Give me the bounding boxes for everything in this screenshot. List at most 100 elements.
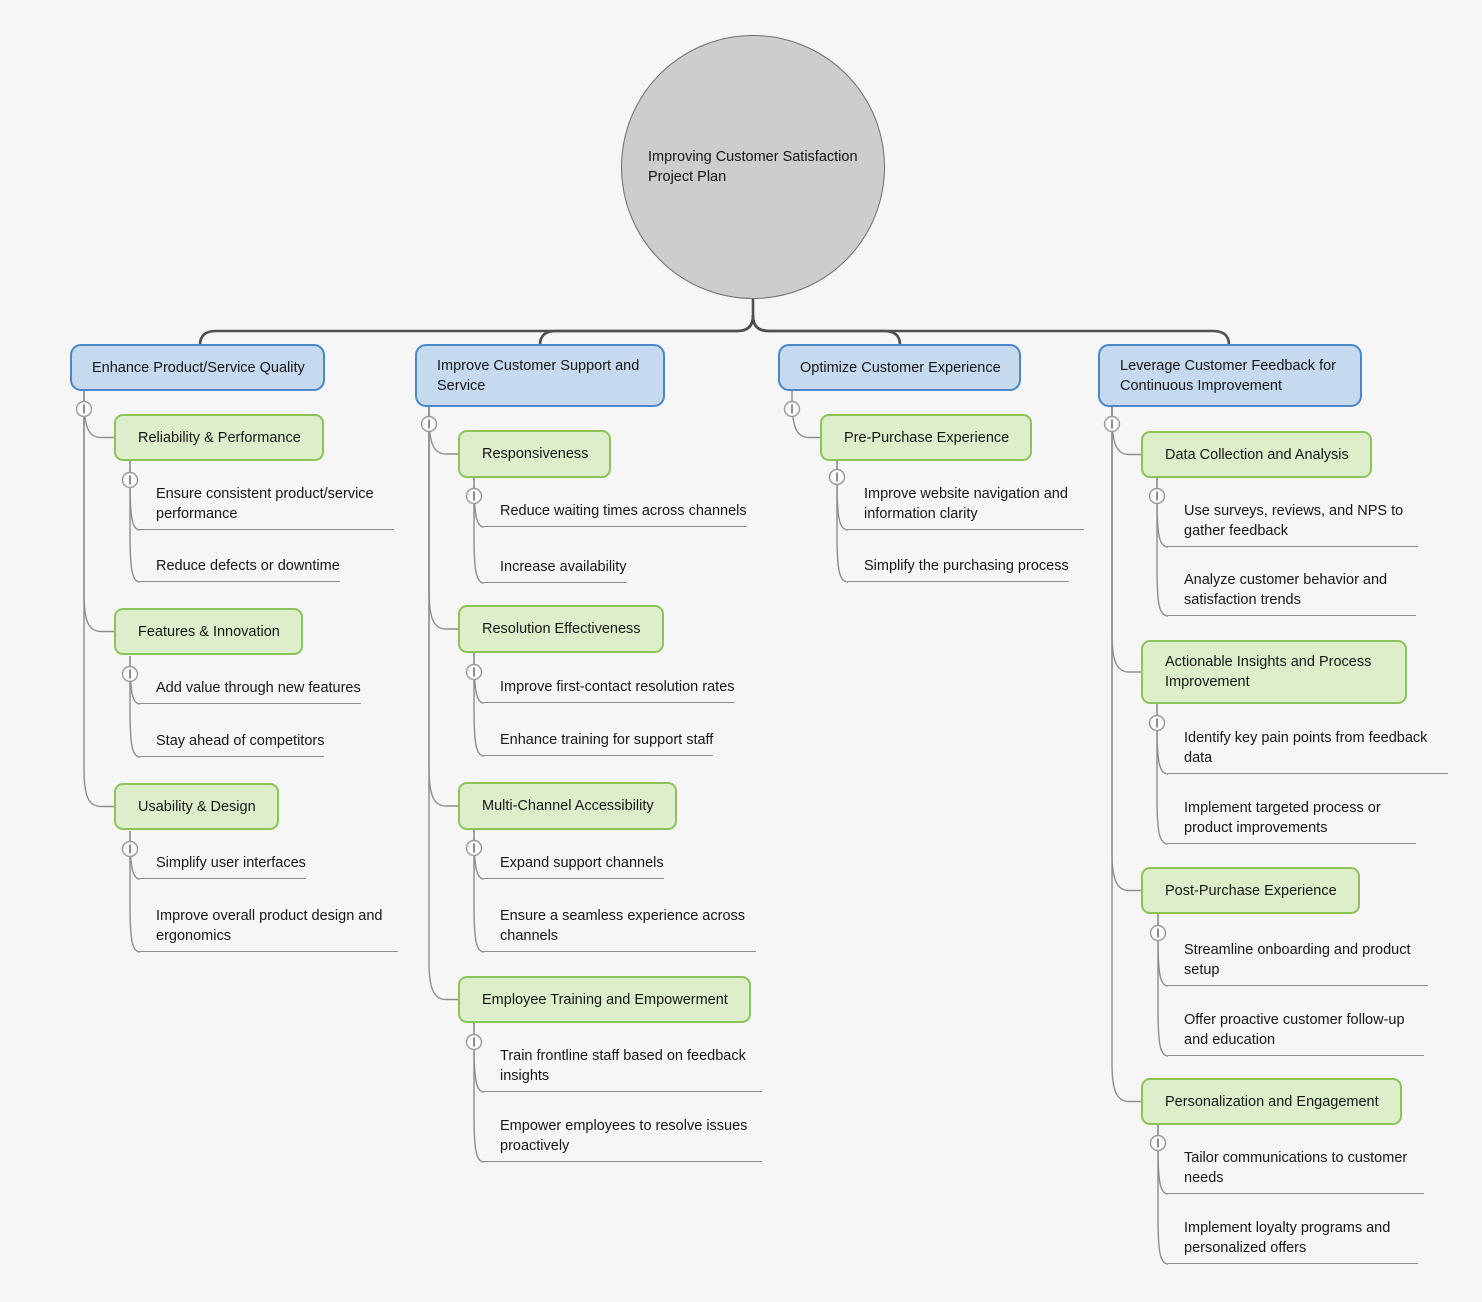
collapse-handle-icon[interactable] <box>121 840 139 858</box>
leaf-node[interactable]: Stay ahead of competitors <box>140 731 325 757</box>
connector-line <box>1157 914 1169 987</box>
branch-node-label: Enhance Product/Service Quality <box>92 359 305 376</box>
connector-line <box>473 1023 485 1093</box>
topic-node-label: Responsiveness <box>482 446 589 462</box>
collapse-handle-icon[interactable] <box>1149 924 1167 942</box>
topic-node-label: Post-Purchase Experience <box>1165 882 1337 899</box>
connector-line <box>129 461 141 583</box>
connector-line <box>428 407 458 1001</box>
leaf-node[interactable]: Empower employees to resolve issues proa… <box>484 1116 762 1162</box>
leaf-node[interactable]: Increase availability <box>484 557 627 583</box>
leaf-node[interactable]: Use surveys, reviews, and NPS to gather … <box>1168 501 1418 547</box>
collapse-handle-icon[interactable] <box>420 415 438 433</box>
leaf-node[interactable]: Implement loyalty programs and personali… <box>1168 1218 1418 1264</box>
leaf-node[interactable]: Ensure consistent product/service perfor… <box>140 484 394 530</box>
connector-line <box>83 391 114 808</box>
leaf-node[interactable]: Streamline onboarding and product setup <box>1168 940 1428 986</box>
topic-node-reliability-performance[interactable]: Reliability & Performance <box>114 414 324 461</box>
root-node[interactable]: Improving Customer Satisfaction Project … <box>621 35 885 299</box>
leaf-node[interactable]: Enhance training for support staff <box>484 730 714 756</box>
leaf-node[interactable]: Offer proactive customer follow-up and e… <box>1168 1010 1424 1056</box>
connector-line <box>129 461 141 531</box>
collapse-handle-icon[interactable] <box>121 471 139 489</box>
connector-line <box>129 656 141 758</box>
connector-line <box>428 407 458 807</box>
topic-node-label: Employee Training and Empowerment <box>482 991 728 1008</box>
collapse-handle-icon[interactable] <box>1149 1134 1167 1152</box>
leaf-node[interactable]: Simplify the purchasing process <box>848 556 1069 582</box>
topic-node-label: Features & Innovation <box>138 623 280 640</box>
connector-line <box>791 391 820 439</box>
collapse-handle-icon[interactable] <box>121 665 139 683</box>
topic-node-pre-purchase-experience[interactable]: Pre-Purchase Experience <box>820 414 1033 461</box>
connector-line <box>751 314 1231 347</box>
leaf-node[interactable]: Analyze customer behavior and satisfacti… <box>1168 570 1416 616</box>
topic-node-multi-channel-accessibility[interactable]: Multi-Channel Accessibility <box>458 782 677 830</box>
connector-line <box>1111 407 1141 1103</box>
branch-node-label: Optimize Customer Experience <box>800 359 1001 376</box>
connector-line <box>1157 914 1169 1057</box>
leaf-node[interactable]: Train frontline staff based on feedback … <box>484 1046 762 1092</box>
branch-node-label: Leverage Customer Feedback for Continuou… <box>1120 357 1336 394</box>
leaf-node[interactable]: Reduce defects or downtime <box>140 556 340 582</box>
connector-line <box>1156 478 1169 617</box>
branch-node-customer-feedback[interactable]: Leverage Customer Feedback for Continuou… <box>1098 344 1362 407</box>
connector-line <box>129 831 141 953</box>
connector-line <box>428 407 458 630</box>
topic-node-label: Resolution Effectiveness <box>482 621 641 637</box>
topic-node-employee-training[interactable]: Employee Training and Empowerment <box>458 976 751 1023</box>
branch-node-enhance-quality[interactable]: Enhance Product/Service Quality <box>70 344 325 391</box>
collapse-handle-icon[interactable] <box>1148 714 1166 732</box>
leaf-node[interactable]: Implement targeted process or product im… <box>1168 798 1416 844</box>
connector-line <box>1157 1125 1169 1265</box>
leaf-node[interactable]: Add value through new features <box>140 678 361 704</box>
collapse-handle-icon[interactable] <box>828 468 846 486</box>
leaf-node[interactable]: Ensure a seamless experience across chan… <box>484 906 756 952</box>
leaf-node[interactable]: Improve website navigation and informati… <box>848 484 1084 530</box>
leaf-node[interactable]: Simplify user interfaces <box>140 853 306 879</box>
root-node-label: Improving Customer Satisfaction Project … <box>648 149 858 185</box>
branch-node-customer-experience[interactable]: Optimize Customer Experience <box>778 344 1021 391</box>
collapse-handle-icon[interactable] <box>1103 415 1121 433</box>
branch-node-customer-support[interactable]: Improve Customer Support and Service <box>415 344 665 407</box>
topic-node-label: Data Collection and Analysis <box>1165 446 1349 463</box>
topic-node-usability-design[interactable]: Usability & Design <box>114 783 279 830</box>
topic-node-data-collection-analysis[interactable]: Data Collection and Analysis <box>1141 431 1372 478</box>
topic-node-label: Pre-Purchase Experience <box>844 429 1010 446</box>
collapse-handle-icon[interactable] <box>783 400 801 418</box>
trunk-connectors <box>198 295 1231 347</box>
topic-node-actionable-insights[interactable]: Actionable Insights and Process Improvem… <box>1141 640 1407 704</box>
topic-node-responsiveness[interactable]: Responsiveness <box>458 430 612 478</box>
topic-node-personalization-engagement[interactable]: Personalization and Engagement <box>1141 1078 1402 1125</box>
topic-node-label: Actionable Insights and Process Improvem… <box>1165 654 1372 690</box>
collapse-handle-icon[interactable] <box>1148 487 1166 505</box>
topic-node-label: Usability & Design <box>138 798 256 815</box>
connector-line <box>83 391 114 633</box>
connector-line <box>1156 704 1169 775</box>
leaf-node[interactable]: Identify key pain points from feedback d… <box>1168 728 1448 774</box>
collapse-handle-icon[interactable] <box>75 400 93 418</box>
collapse-handle-icon[interactable] <box>465 1033 483 1051</box>
connector-line <box>1156 704 1169 845</box>
topic-node-label: Reliability & Performance <box>138 429 301 446</box>
leaf-node[interactable]: Reduce waiting times across channels <box>484 501 747 527</box>
topic-node-label: Personalization and Engagement <box>1165 1093 1379 1110</box>
connector-line <box>836 461 849 583</box>
collapse-handle-icon[interactable] <box>465 487 483 505</box>
branch-topic-connectors <box>83 391 1141 1103</box>
leaf-node[interactable]: Tailor communications to customer needs <box>1168 1148 1424 1194</box>
leaf-node[interactable]: Expand support channels <box>484 853 664 879</box>
topic-node-label: Multi-Channel Accessibility <box>482 798 654 814</box>
topic-node-resolution-effectiveness[interactable]: Resolution Effectiveness <box>458 605 664 653</box>
topic-node-features-innovation[interactable]: Features & Innovation <box>114 608 303 655</box>
collapse-handles <box>75 400 1167 1152</box>
collapse-handle-icon[interactable] <box>465 663 483 681</box>
collapse-handle-icon[interactable] <box>465 839 483 857</box>
branch-node-label: Improve Customer Support and Service <box>437 357 640 394</box>
leaf-node[interactable]: Improve overall product design and ergon… <box>140 906 398 952</box>
connector-line <box>473 653 485 757</box>
topic-node-post-purchase-experience[interactable]: Post-Purchase Experience <box>1141 867 1360 914</box>
leaf-node[interactable]: Improve first-contact resolution rates <box>484 677 735 703</box>
